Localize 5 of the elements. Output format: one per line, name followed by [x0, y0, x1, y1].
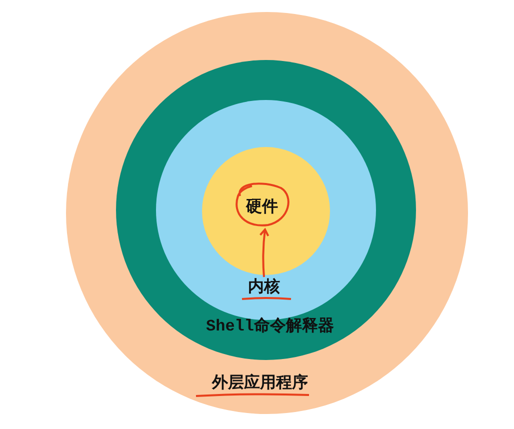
- layer-label: 内核: [248, 276, 280, 298]
- arrow: [259, 228, 270, 278]
- layer-label: 外层应用程序: [212, 372, 308, 394]
- layer-label: 硬件: [246, 196, 278, 218]
- layer-label: Shell命令解释器: [206, 316, 334, 336]
